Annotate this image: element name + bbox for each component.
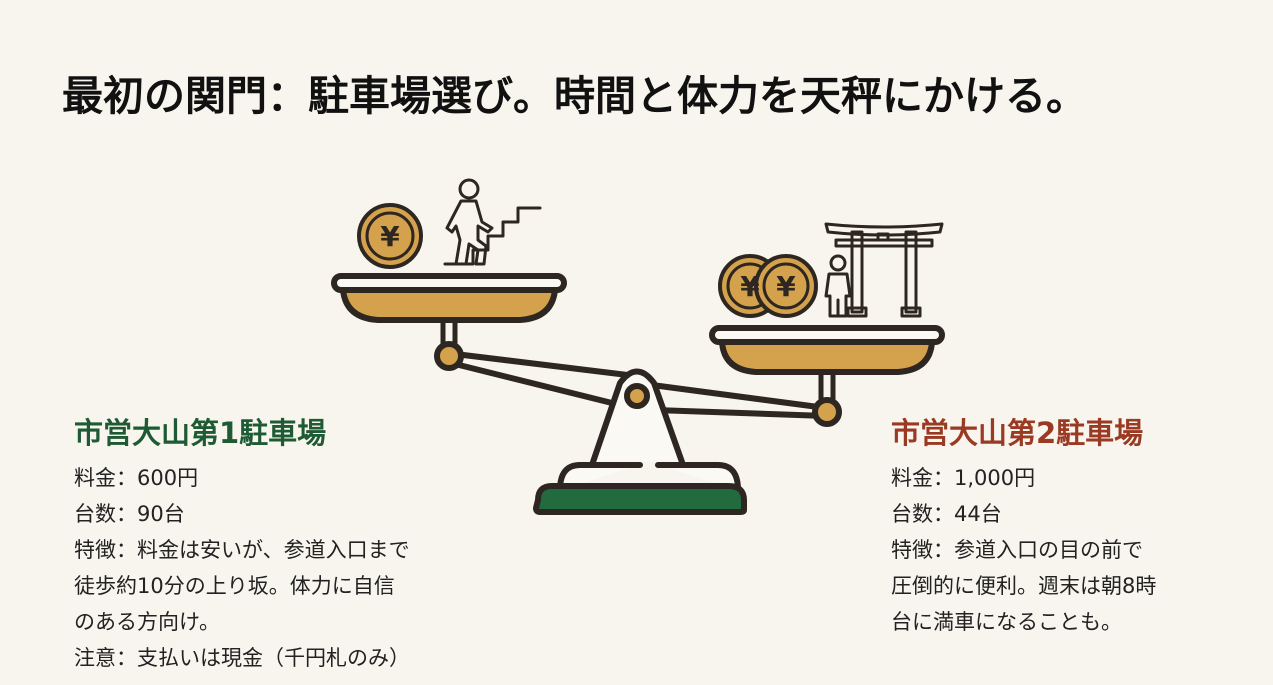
torii-gate-icon [824,222,944,318]
parking-lot-1-name: 市営大山第1駐車場 [74,416,327,450]
scale-beam [444,350,829,419]
right-pan [709,325,945,375]
yen-coin-icon [357,203,423,269]
svg-text:¥: ¥ [740,270,760,303]
lot1-capacity: 台数：90台 [74,502,185,526]
lot1-feature-line-2: 徒歩約10分の上り坂。体力に自信 [74,574,395,598]
svg-text:¥: ¥ [380,220,400,253]
yen-coin-icon [754,254,818,318]
person-climbing-stairs-icon [443,178,542,266]
pivot-icon [624,383,650,409]
left-joint-icon [434,341,464,371]
lot2-feature-line-1: 特徴：参道入口の目の前で [891,538,1143,562]
parking-lot-2-info: 市営大山第2駐車場 料金：1,000円 台数：44台 特徴：参道入口の目の前で … [891,410,1156,640]
parking-lot-1-info: 市営大山第1駐車場 料金：600円 台数：90台 特徴：料金は安いが、参道入口ま… [74,410,410,676]
right-joint-icon [812,397,842,427]
lot1-fee: 料金：600円 [74,466,199,490]
lot1-note: 注意：支払いは現金（千円札のみ） [74,646,410,670]
lot1-feature-line-3: のある方向け。 [74,610,220,634]
lot1-feature-line-1: 特徴：料金は安いが、参道入口まで [74,538,410,562]
lot2-feature-line-3: 台に満車になることも。 [891,610,1122,634]
lot2-capacity: 台数：44台 [891,502,1002,526]
parking-lot-2-name: 市営大山第2駐車場 [891,416,1144,450]
svg-text:¥: ¥ [776,270,796,303]
left-pan [331,273,567,323]
person-standing-icon [824,254,852,318]
lot2-fee: 料金：1,000円 [891,466,1036,490]
fulcrum-stand [533,368,747,515]
lot2-feature-line-2: 圧倒的に便利。週末は朝8時 [891,574,1157,598]
page-title: 最初の関門：駐車場選び。時間と体力を天秤にかける。 [62,72,1087,120]
